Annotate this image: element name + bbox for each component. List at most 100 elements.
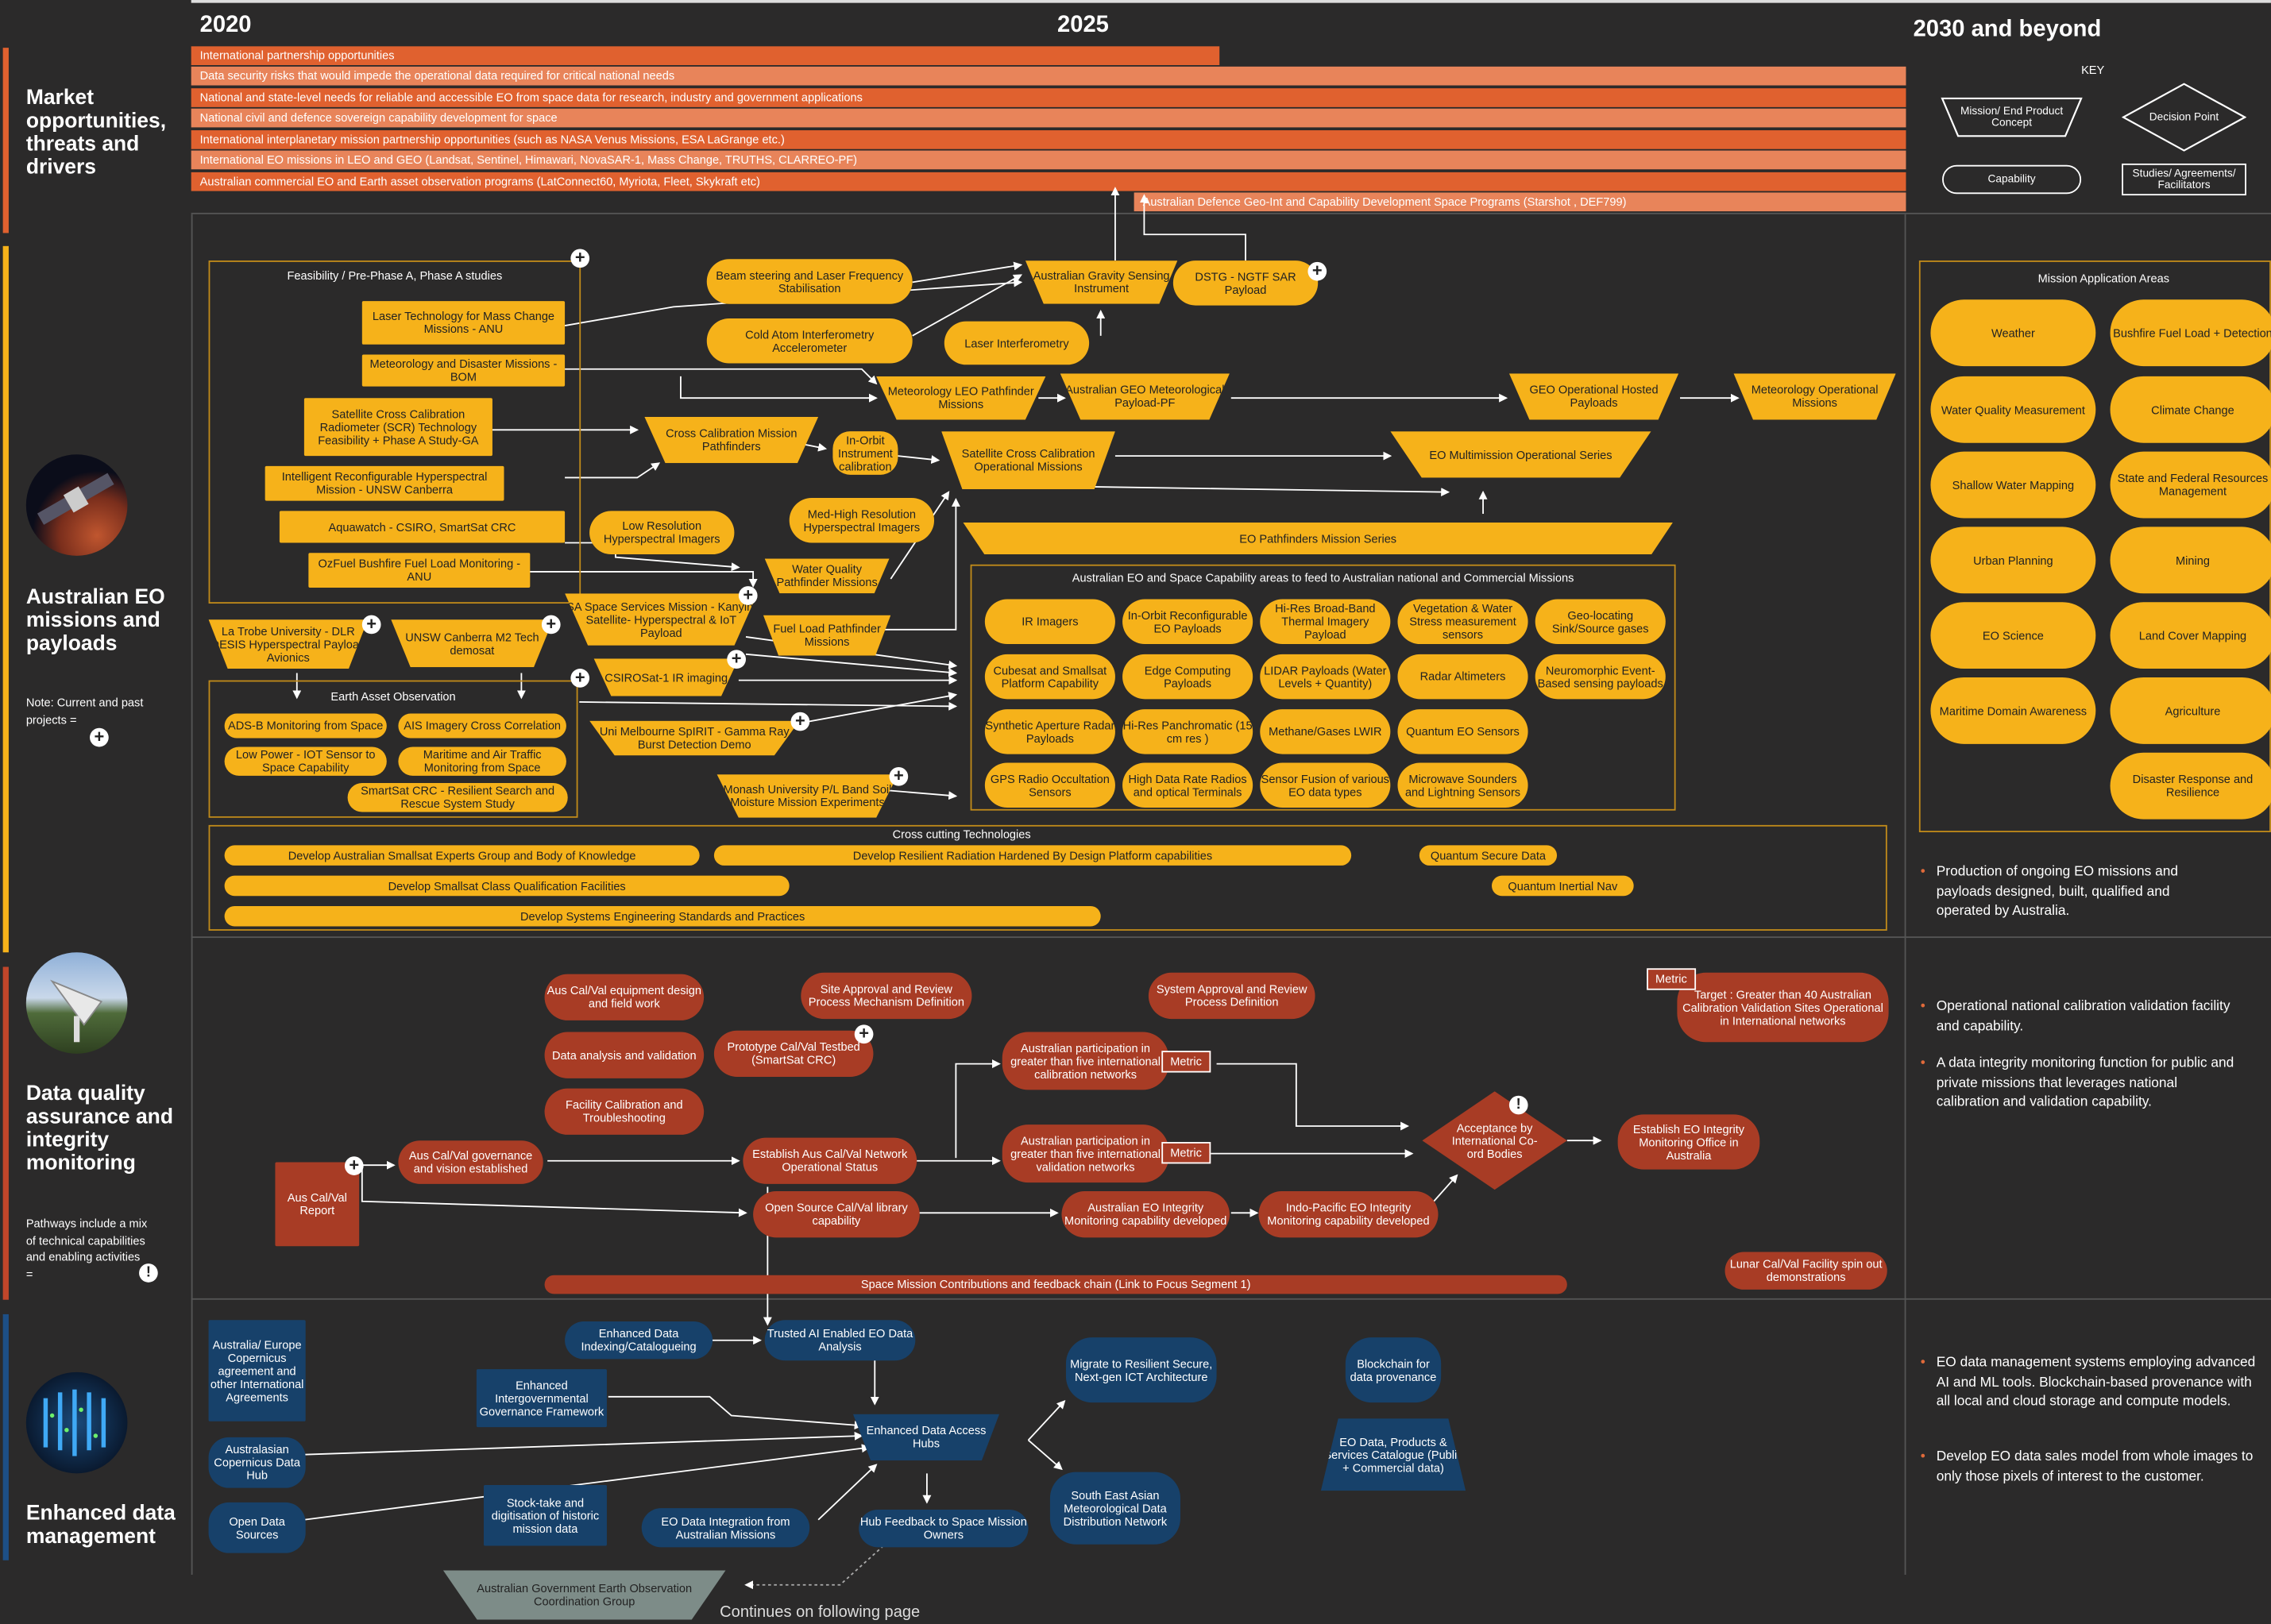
csirosat: CSIROSat-1 IR imaging (593, 658, 739, 696)
plus-icon: + (727, 649, 746, 669)
integrity-monitoring: Australian EO Integrity Monitoring capab… (1061, 1190, 1230, 1238)
monash-soil: Monash University P/L Band Soil Moisture… (716, 774, 898, 818)
market-bar-1: International partnership opportunities (191, 46, 1220, 66)
dm-section-bar (2, 1313, 9, 1560)
capability-item: In-Orbit Reconfigurable EO Payloads (1122, 599, 1253, 645)
plus-icon: + (889, 766, 909, 786)
plus-icon: + (570, 668, 590, 688)
dm-bullet: EO data management systems employing adv… (1921, 1353, 2258, 1412)
smartsat-search-rescue: SmartSat CRC - Resilient Search and Resc… (347, 783, 568, 812)
capability-item: Vegetation & Water Stress measurement se… (1397, 599, 1528, 645)
med-high-hyperspectral: Med-High Resolution Hyperspectral Imager… (789, 497, 935, 543)
data-indexing: Enhanced Data Indexing/Catalogueing (565, 1321, 713, 1360)
capability-item: High Data Rate Radios and optical Termin… (1122, 762, 1253, 808)
eo-note: Note: Current and past projects = (25, 696, 144, 727)
met-leo-pathfinder: Meteorology LEO Pathfinder Missions (876, 376, 1046, 420)
section-title-market: Market opportunities, threats and driver… (25, 87, 167, 180)
continues-note: Continues on following page (720, 1603, 921, 1622)
capability-item: Microwave Sounders and Lightning Sensors (1397, 762, 1528, 808)
capability-item: Methane/Gases LWIR (1260, 709, 1391, 754)
satellite-photo (25, 454, 128, 556)
acceptance-decision: Acceptance by International Co-ord Bodie… (1451, 1121, 1538, 1160)
market-bar-4: National civil and defence sovereign cap… (191, 108, 1906, 128)
gravity-instrument: Australian Gravity Sensing Instrument (1025, 260, 1178, 304)
ais-correlation: AIS Imagery Cross Correlation (398, 713, 566, 739)
copernicus-agreement: Australia/ Europe Copernicus agreement a… (208, 1320, 306, 1421)
cross-cutting-bar: Develop Resilient Radiation Hardened By … (713, 845, 1352, 866)
market-bar-7: Australian commercial EO and Earth asset… (191, 172, 1906, 191)
cross-cutting-bar: Quantum Secure Data (1419, 845, 1558, 866)
eo-bullet: Production of ongoing EO missions and pa… (1921, 862, 2227, 921)
capability-item: Quantum EO Sensors (1397, 709, 1528, 754)
data-catalogue: EO Data, Products & Services Catalogue (… (1320, 1418, 1466, 1491)
feasibility-frame (208, 260, 581, 604)
metric-badge: Metric (1161, 1051, 1211, 1073)
key-decision-shape (2121, 83, 2247, 152)
blockchain-provenance: Blockchain for data provenance (1345, 1337, 1442, 1403)
market-bar-2: Data security risks that would impede th… (191, 66, 1906, 86)
key-title: KEY (2081, 64, 2105, 77)
hyperspectral-study: Intelligent Reconfigurable Hyperspectral… (265, 465, 504, 501)
cal-val-network: Establish Aus Cal/Val Network Operationa… (743, 1137, 917, 1184)
market-bar-6: International EO missions in LEO and GEO… (191, 150, 1906, 170)
target-forty-sites: Target : Greater than 40 Australian Cali… (1677, 972, 1889, 1043)
dm-bullet: Develop EO data sales model from whole i… (1921, 1448, 2258, 1487)
dq-note: Pathways include a mix of technical capa… (25, 1217, 148, 1281)
capability-item: Edge Computing Payloads (1122, 654, 1253, 700)
defence-bar: Australian Defence Geo-Int and Capabilit… (1134, 192, 1906, 212)
capability-title: Australian EO and Space Capability areas… (1072, 571, 1574, 585)
cal-val-governance: Aus Cal/Val governance and vision establ… (398, 1140, 543, 1184)
key-capability: Capability (1942, 164, 2082, 195)
beam-steering: Beam steering and Laser Frequency Stabil… (706, 259, 913, 304)
cal-val-report: Aus Cal/Val Report (275, 1162, 360, 1247)
indo-pacific-monitoring: Indo-Pacific EO Integrity Monitoring cap… (1258, 1190, 1439, 1238)
capability-item: Sensor Fusion of various EO data types (1260, 762, 1391, 808)
application-area: Disaster Response and Resilience (2110, 752, 2271, 820)
plus-icon: + (738, 585, 758, 605)
establish-integrity-office: Establish EO Integrity Monitoring Office… (1617, 1114, 1760, 1170)
capability-item: Hi-Res Panchromatic (15 cm res ) (1122, 709, 1253, 754)
unsw-m2: UNSW Canberra M2 Tech demosat (391, 619, 554, 668)
application-area: Weather (1930, 299, 2096, 367)
intergovernmental-framework: Enhanced Intergovernmental Governance Fr… (476, 1369, 607, 1428)
year-2025: 2025 (1057, 13, 1109, 38)
fuel-load-pathfinder: Fuel Load Pathfinder Missions (763, 615, 891, 656)
section-title-dm: Enhanced data management (25, 1502, 176, 1549)
melbourne-spirit: Uni Melbourne SpIRIT - Gamma Ray Burst D… (589, 720, 800, 756)
application-area: Bushfire Fuel Load + Detection (2110, 299, 2271, 367)
capability-item: Synthetic Aperture Radar Payloads (984, 709, 1115, 754)
enhanced-access-hubs: Enhanced Data Access Hubs (852, 1414, 1000, 1461)
capability-item: LIDAR Payloads (Water Levels + Quantity) (1260, 654, 1391, 700)
lunar-facility: Lunar Cal/Val Facility spin out demonstr… (1724, 1252, 1887, 1290)
application-area: Maritime Domain Awareness (1930, 677, 2096, 744)
server-photo (25, 1371, 128, 1474)
cross-cal-pathfinders: Cross Calibration Mission Pathfinders (644, 416, 819, 464)
migrate-ict: Migrate to Resilient Secure, Next-gen IC… (1065, 1337, 1217, 1403)
eo-multimission: EO Multimission Operational Series (1390, 431, 1651, 478)
key-decision-label: Decision Point (2149, 110, 2219, 123)
capability-item: Hi-Res Broad-Band Thermal Imagery Payloa… (1260, 599, 1391, 645)
water-quality-pathfinder: Water Quality Pathfinder Missions (764, 558, 890, 594)
sea-met-network: South East Asian Meteorological Data Dis… (1049, 1472, 1180, 1545)
timeline-axis (191, 0, 2271, 3)
earth-asset-title: Earth Asset Observation (330, 690, 456, 704)
historic-digitisation: Stock-take and digitisation of historic … (483, 1484, 607, 1546)
market-section-bar (2, 48, 9, 233)
metric-badge: Metric (1647, 968, 1696, 990)
laser-interferometry: Laser Interferometry (944, 321, 1090, 365)
aquawatch-study: Aquawatch - CSIRO, SmartSat CRC (279, 511, 566, 543)
application-area: Agriculture (2110, 677, 2271, 744)
plus-icon: + (361, 615, 381, 635)
cross-cutting-frame (208, 824, 1887, 931)
dq-bullet: Operational national calibration validat… (1921, 997, 2241, 1036)
market-bar-5: International interplanetary mission par… (191, 130, 1906, 149)
plus-icon: + (570, 249, 590, 268)
key-mission-label: Mission/ End Product Concept (1960, 104, 2064, 129)
year-2030: 2030 and beyond (1913, 17, 2102, 42)
year-2020: 2020 (199, 13, 252, 38)
application-area: Mining (2110, 527, 2271, 594)
application-area: Climate Change (2110, 376, 2271, 443)
metric-badge: Metric (1161, 1142, 1211, 1164)
plus-icon: + (541, 615, 561, 635)
